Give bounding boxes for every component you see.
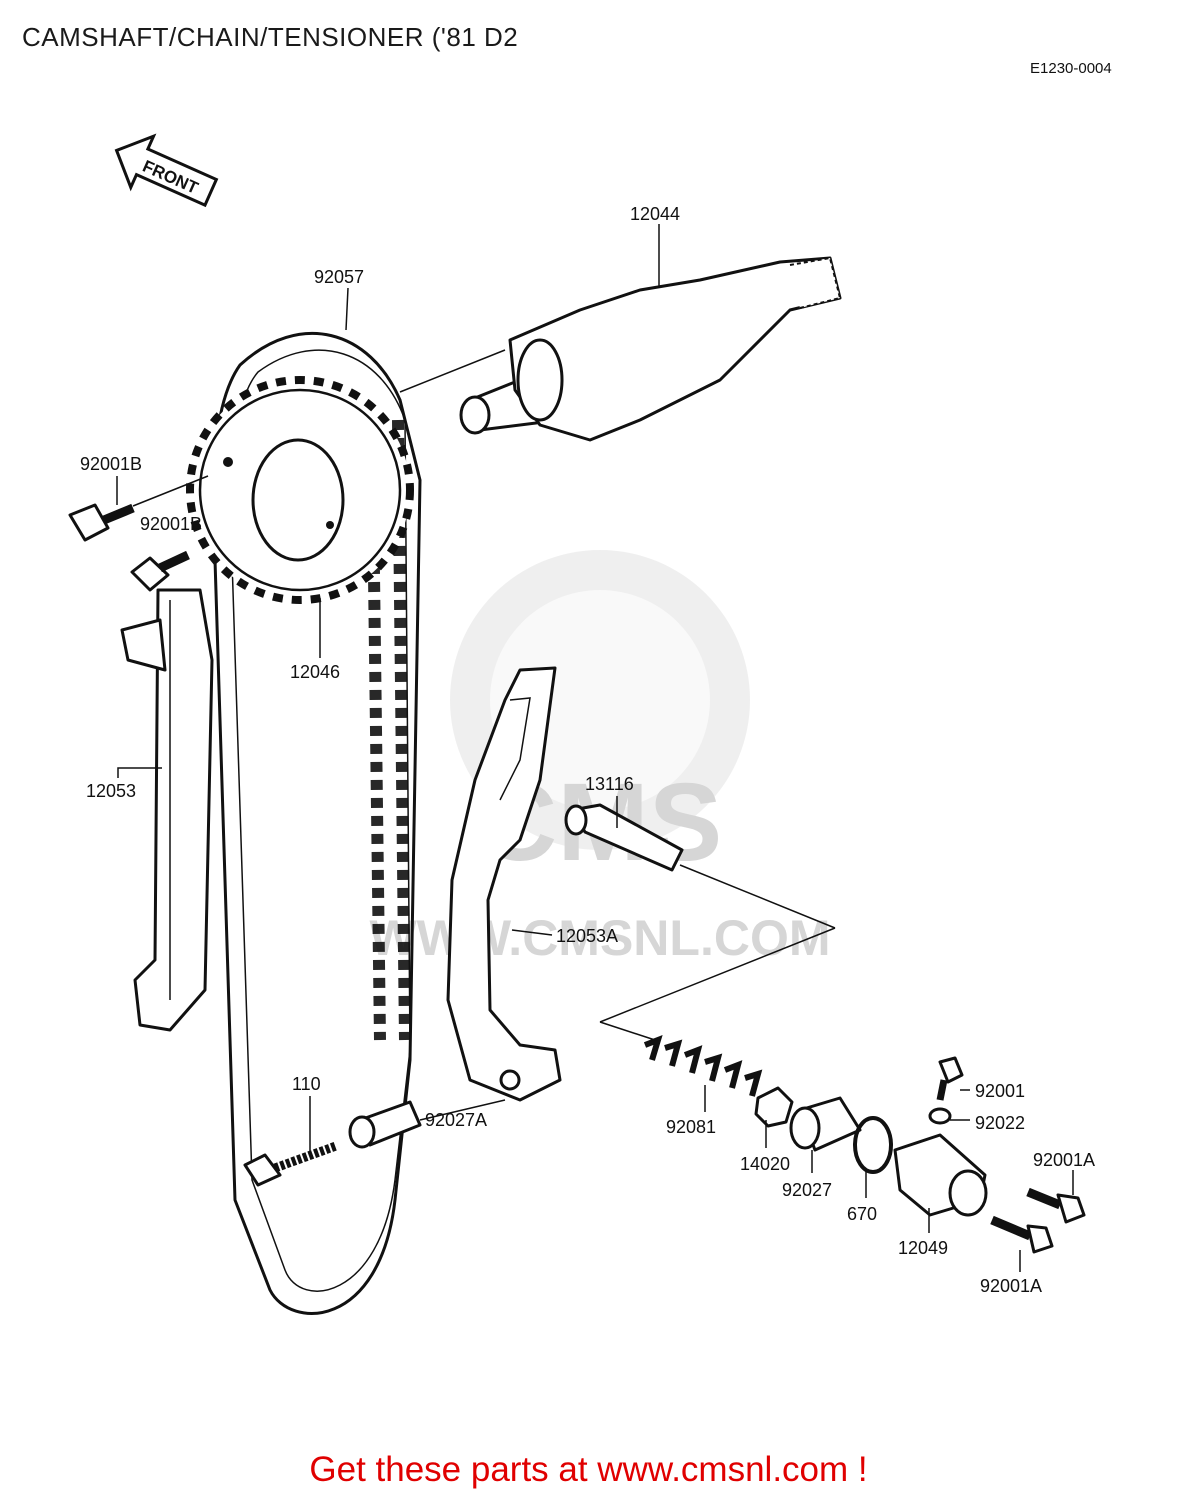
collar-92027 xyxy=(789,1096,862,1152)
label-92001A-lower: 92001A xyxy=(980,1276,1042,1296)
cam-sprocket xyxy=(186,376,414,604)
washer-92022 xyxy=(928,1107,952,1125)
chain-guide-12053 xyxy=(120,588,214,1032)
diagram-reference-code: E1230-0004 xyxy=(1030,60,1112,77)
label-92022: 92022 xyxy=(975,1113,1025,1133)
tensioner-spring-92081 xyxy=(599,864,836,1097)
nut-14020 xyxy=(754,1086,794,1128)
bolt-92001B-upper xyxy=(68,475,209,542)
label-92057: 92057 xyxy=(314,267,364,287)
label-leaders xyxy=(116,224,1074,1272)
label-92027: 92027 xyxy=(782,1180,832,1200)
label-92001B-upper: 92001B xyxy=(80,454,142,474)
label-92081: 92081 xyxy=(666,1117,716,1137)
tensioner-guide-12053A xyxy=(446,666,562,1102)
label-12044: 12044 xyxy=(630,204,680,224)
label-12053A: 12053A xyxy=(556,926,618,946)
bolt-110 xyxy=(243,1141,338,1187)
page-title: CAMSHAFT/CHAIN/TENSIONER ('81 D2 xyxy=(22,22,519,52)
bolt-92001A-lower xyxy=(990,1215,1054,1254)
label-92001B-lower: 92001B xyxy=(140,514,202,534)
label-12053: 12053 xyxy=(86,781,136,801)
bolt-92001A-upper xyxy=(1026,1187,1086,1224)
tensioner-body-12049 xyxy=(893,1133,988,1217)
label-12046: 12046 xyxy=(290,662,340,682)
label-92001: 92001 xyxy=(975,1081,1025,1101)
camshaft xyxy=(399,256,842,442)
pin-13116 xyxy=(564,803,684,872)
watermark: CMS WWW.CMSNL.COM xyxy=(369,550,831,966)
label-12049: 12049 xyxy=(898,1238,948,1258)
label-92001A-upper: 92001A xyxy=(1033,1150,1095,1170)
label-14020: 14020 xyxy=(740,1154,790,1174)
label-92027A: 92027A xyxy=(425,1110,487,1130)
label-110: 110 xyxy=(292,1074,321,1094)
o-ring-670 xyxy=(853,1116,893,1174)
bushing-92027A xyxy=(348,1099,506,1149)
front-arrow-icon: FRONT xyxy=(114,133,219,208)
bolt-92001B-lower xyxy=(130,550,190,592)
label-13116: 13116 xyxy=(585,774,634,794)
label-670: 670 xyxy=(847,1204,877,1224)
watermark-url: WWW.CMSNL.COM xyxy=(369,910,830,966)
get-parts-link[interactable]: Get these parts at www.cmsnl.com ! xyxy=(309,1450,868,1489)
bolt-92001 xyxy=(936,1056,964,1101)
